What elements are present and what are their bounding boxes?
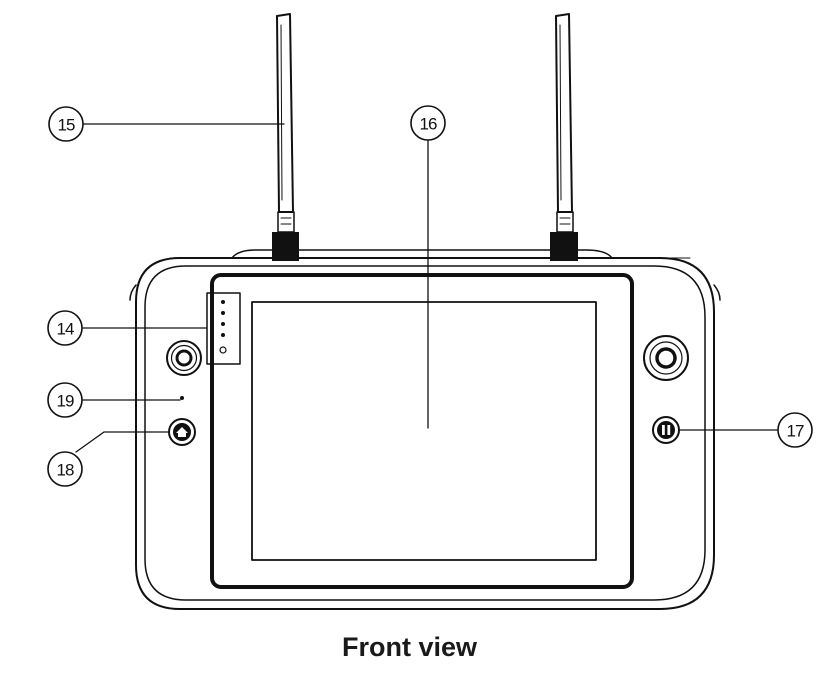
leader-line-18 (75, 431, 170, 453)
home-icon (176, 427, 188, 437)
svg-text:16: 16 (420, 115, 437, 134)
callout-19: 19 (47, 382, 83, 418)
svg-text:15: 15 (58, 116, 75, 135)
right-antenna (550, 13, 578, 261)
home-button[interactable] (168, 418, 196, 446)
svg-text:18: 18 (57, 461, 74, 480)
microphone-hole (180, 396, 184, 400)
callout-14: 14 (47, 310, 83, 346)
svg-text:14: 14 (57, 320, 74, 339)
pause-icon (662, 425, 671, 435)
screen-bezel (210, 273, 634, 589)
left-antenna (272, 13, 299, 261)
diagram-caption: Front view (341, 632, 477, 662)
pause-button[interactable] (652, 416, 680, 444)
left-joystick[interactable] (166, 340, 202, 376)
controller-body (129, 249, 721, 610)
svg-text:17: 17 (787, 422, 804, 441)
callout-16: 16 (410, 105, 446, 141)
right-joystick[interactable] (643, 335, 689, 381)
svg-text:19: 19 (57, 392, 74, 411)
display-screen (251, 301, 597, 561)
callout-17: 17 (777, 412, 813, 448)
callout-15: 15 (48, 106, 84, 142)
callout-18: 18 (47, 451, 83, 487)
